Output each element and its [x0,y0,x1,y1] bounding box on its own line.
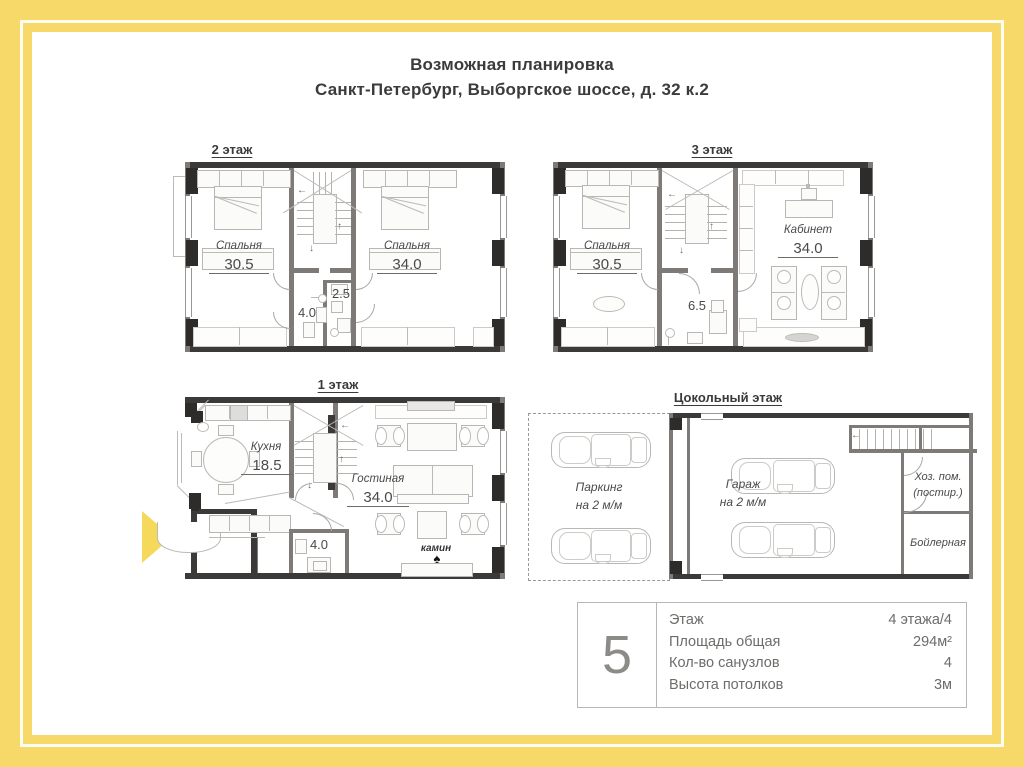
info-table: 5 Этаж 4 этажа/4 Площадь общая 294м² Кол… [577,602,967,708]
info-value-area: 294м² [913,633,952,650]
room-area-bedroom-f3: 30.5 [577,256,637,274]
floor-label-3: 3 этаж [691,142,733,157]
info-label-area: Площадь общая [669,633,781,650]
room-name-bedroom-right-f2: Спальня [384,240,430,252]
info-value-floor: 4 этажа/4 [888,612,952,628]
floor-label-1: 1 этаж [317,377,359,392]
room-name-bedroom-left-f2: Спальня [216,240,262,252]
info-row-bathrooms: Кол-во санузлов 4 [669,653,952,675]
page-title-line2: Санкт-Петербург, Выборгское шоссе, д. 32… [315,80,709,99]
info-row-ceiling: Высота потолков 3м [669,675,952,697]
info-label-ceiling: Высота потолков [669,676,784,693]
room-name-boiler: Бойлерная [910,537,966,549]
floor-plan-2: ← ↑ ↓ Спальня 30.5 Спальня 34.0 4.0 2.5 [173,162,507,352]
floor-label-2: 2 этаж [211,142,253,157]
info-row-floor: Этаж 4 этажа/4 [669,610,952,632]
room-area-bath2-f2: 2.5 [331,286,351,301]
room-name-garage: Гараж [725,477,761,491]
badge-number: 5 [578,603,657,707]
frame-inner-line [20,20,1004,747]
room-area-living-f1: 34.0 [347,489,409,507]
room-area-bath1-f2: 4.0 [297,305,317,320]
room-area-bedroom-left-f2: 30.5 [209,256,269,274]
room-name-living-f1: Гостиная [351,473,405,485]
page-title: Возможная планировка Санкт-Петербург, Вы… [32,52,992,102]
room-sub-utility: (постир.) [913,487,963,499]
info-row-area: Площадь общая 294м² [669,632,952,654]
floor-plan-1: ← ↑ ↓ ♠ [157,397,507,579]
info-label-bathrooms: Кол-во санузлов [669,655,780,671]
room-area-office-f3: 34.0 [778,240,838,258]
parking-area: Паркинг на 2 м/м [528,413,670,581]
room-sub-garage: на 2 м/м [719,495,767,509]
info-value-ceiling: 3м [933,676,952,693]
room-sub-parking: на 2 м/м [575,498,623,512]
page-title-line1: Возможная планировка [410,55,614,74]
room-name-kitchen-f1: Кухня [250,441,282,453]
room-name-parking: Паркинг [575,480,623,494]
room-area-bath-f3: 6.5 [687,298,707,313]
annotation-fireplace: камин [420,543,452,554]
room-name-utility: Хоз. пом. [914,471,962,483]
room-name-office-f3: Кабинет [783,224,833,236]
room-area-bath-f1: 4.0 [309,537,329,552]
info-rows: Этаж 4 этажа/4 Площадь общая 294м² Кол-в… [657,603,966,707]
floorplan-sheet: Возможная планировка Санкт-Петербург, Вы… [32,32,992,735]
room-name-bedroom-f3: Спальня [584,240,630,252]
room-area-bedroom-right-f2: 34.0 [377,256,437,274]
room-area-kitchen-f1: 18.5 [241,457,293,475]
info-value-bathrooms: 4 [943,655,952,671]
floor-label-basement: Цокольный этаж [673,390,783,405]
info-label-floor: Этаж [669,612,704,628]
floor-plan-basement: ← Гараж на [669,413,977,581]
floor-plan-3: ← ↑ ↓ [553,162,875,352]
